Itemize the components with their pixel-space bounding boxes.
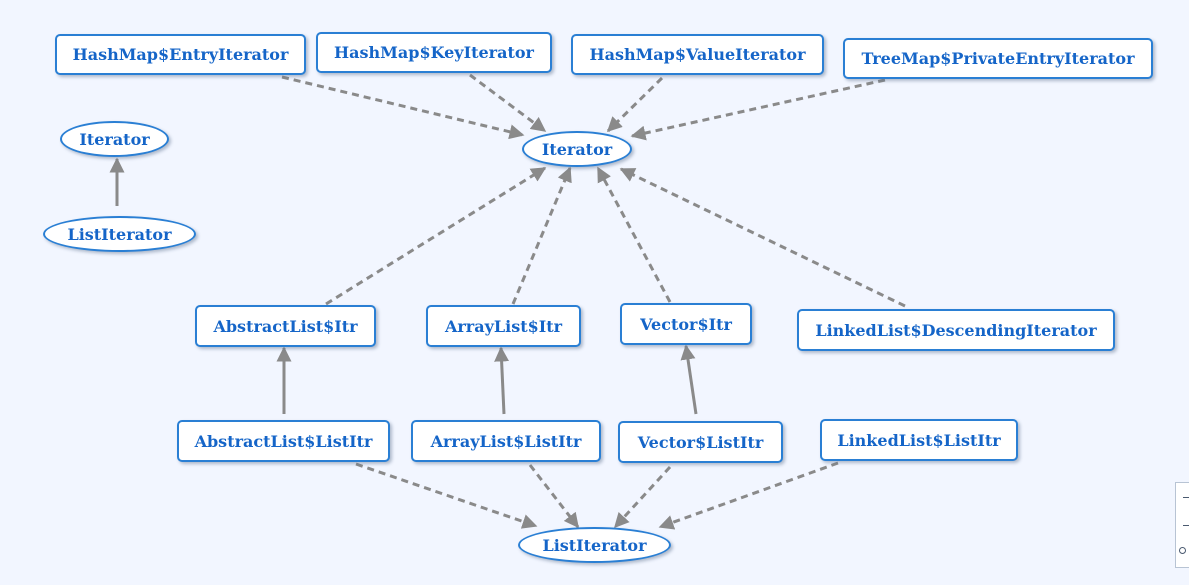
node-vector-listitr[interactable]: Vector$ListItr (618, 421, 783, 463)
node-linkedlist-listitr[interactable]: LinkedList$ListItr (820, 419, 1018, 461)
node-listiterator-main[interactable]: ListIterator (518, 527, 671, 563)
zoom-control-widget[interactable] (1175, 482, 1189, 568)
edge-arraylist-listitr-to-listiterator-main (528, 464, 580, 529)
node-arraylist-listitr[interactable]: ArrayList$ListItr (411, 420, 601, 462)
node-listiterator-legend[interactable]: ListIterator (43, 216, 196, 252)
zoom-tick (1183, 497, 1189, 498)
edge-hashmap-entry-iterator-to-iterator-main (281, 75, 525, 140)
zoom-handle-icon[interactable] (1179, 547, 1186, 554)
edge-vector-itr-to-iterator-main (596, 166, 672, 303)
node-vector-itr[interactable]: Vector$Itr (620, 303, 752, 345)
edge-abstractlist-listitr-to-listiterator-main (355, 462, 538, 529)
edge-abstractlist-itr-to-iterator-main (325, 166, 547, 306)
node-hashmap-key-iterator[interactable]: HashMap$KeyIterator (316, 32, 552, 73)
node-hashmap-entry-iterator[interactable]: HashMap$EntryIterator (55, 34, 306, 75)
edge-linkedlist-descending-iterator-to-iterator-main (619, 167, 906, 308)
edge-hashmap-value-iterator-to-iterator-main (606, 76, 664, 133)
zoom-tick (1183, 525, 1189, 526)
edge-vector-listitr-to-listiterator-main (613, 465, 672, 529)
edge-arraylist-itr-to-iterator-main (511, 166, 572, 305)
edge-arraylist-listitr-to-arraylist-itr (494, 346, 510, 415)
edge-treemap-private-entry-iterator-to-iterator-main (630, 78, 886, 141)
edge-linkedlist-listitr-to-listiterator-main (658, 461, 839, 530)
node-arraylist-itr[interactable]: ArrayList$Itr (426, 305, 581, 347)
node-linkedlist-descending-iterator[interactable]: LinkedList$DescendingIterator (797, 309, 1115, 351)
edge-vector-listitr-to-vector-itr (680, 344, 698, 415)
node-treemap-private-entry-iterator[interactable]: TreeMap$PrivateEntryIterator (843, 38, 1153, 79)
edge-hashmap-key-iterator-to-iterator-main (469, 73, 547, 133)
node-abstractlist-listitr[interactable]: AbstractList$ListItr (177, 420, 390, 462)
node-iterator-main[interactable]: Iterator (522, 131, 632, 167)
node-abstractlist-itr[interactable]: AbstractList$Itr (195, 305, 376, 347)
node-hashmap-value-iterator[interactable]: HashMap$ValueIterator (571, 34, 824, 75)
node-iterator-legend[interactable]: Iterator (60, 121, 169, 157)
